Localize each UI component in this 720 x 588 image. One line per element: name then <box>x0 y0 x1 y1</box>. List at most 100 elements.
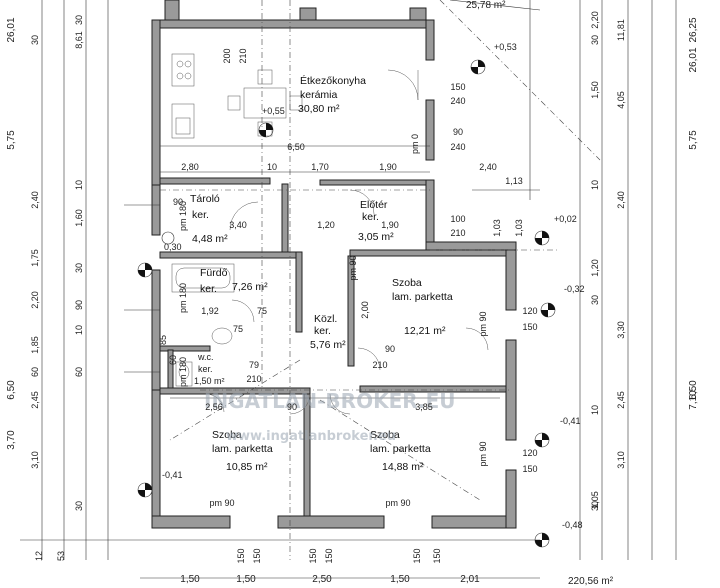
dimension-label: 150 <box>432 548 442 563</box>
room-name-wc: w.c. <box>197 352 214 362</box>
watermark-text: INGATLAN-BROKER.EU <box>204 389 456 413</box>
dimension-label: 7,10 <box>688 390 699 410</box>
dimension-label: 240 <box>450 96 465 106</box>
dimension-label: 12 <box>34 551 44 561</box>
dimension-label: 10 <box>74 180 84 190</box>
dimension-label: pm 90 <box>385 498 410 508</box>
dimension-label: 1,85 <box>30 336 40 354</box>
dimension-label: 10 <box>267 162 277 172</box>
dimension-label: 26,25 <box>688 17 699 42</box>
room-name-bedroom-1: Szoba <box>392 277 422 289</box>
dimension-label: 30 <box>74 263 84 273</box>
dimension-label: 150 <box>236 548 246 563</box>
room-name-bathroom: Fürdő <box>200 267 228 279</box>
dimension-label: 210 <box>246 374 261 384</box>
top-area-label: 25,78 m² <box>466 0 506 11</box>
dimension-label: 1,90 <box>379 162 397 172</box>
dimension-label: 11,81 <box>616 19 626 41</box>
dimension-label: 2,80 <box>181 162 199 172</box>
interior-walls <box>159 183 507 517</box>
dimension-label: 2,01 <box>460 574 480 585</box>
room-area-bedroom-2: 10,85 m² <box>226 461 268 473</box>
level-value: -0,32 <box>564 284 585 294</box>
dimension-label: 1,05 <box>590 491 600 509</box>
dimension-label: pm 90 <box>209 498 234 508</box>
room-area-storage: 4,48 m² <box>192 233 228 245</box>
dimension-label: 150 <box>450 82 465 92</box>
room-name-storage: Tároló <box>190 193 220 205</box>
dimension-label: 60 <box>30 367 40 377</box>
dimension-label: 3,30 <box>616 321 626 339</box>
room-name-corridor: Közl. <box>314 313 337 325</box>
dimension-label: 120 <box>522 448 537 458</box>
dimension-label: 85 <box>158 335 168 345</box>
dimension-label: 1,50 <box>180 574 200 585</box>
dimension-label: 30 <box>590 295 600 305</box>
dimension-label: 2,00 <box>360 301 370 319</box>
dimension-label: 26,01 <box>688 47 699 72</box>
room-floor-bathroom: ker. <box>200 283 217 295</box>
dimension-label: 1,60 <box>74 209 84 227</box>
room-name-hall: Előtér <box>360 199 388 211</box>
room-floor-kitchen: kerámia <box>300 89 338 101</box>
dimension-label: pm 90 <box>478 441 488 466</box>
dimension-label: 90 <box>287 402 297 412</box>
dimension-label: 26,01 <box>6 17 17 42</box>
dimension-label: 1,90 <box>381 220 399 230</box>
dimension-label: 6,50 <box>688 380 699 400</box>
dimension-label: 150 <box>412 548 422 563</box>
dimension-label: 30 <box>74 15 84 25</box>
dimension-label: 210 <box>238 48 248 63</box>
dimension-label: 1,92 <box>201 306 219 316</box>
dimension-label: 3,10 <box>616 451 626 469</box>
dimension-label: pm 180 <box>178 201 188 231</box>
room-floor-wc: ker. <box>198 364 213 374</box>
room-floor-bedroom-3: lam. parketta <box>370 443 431 455</box>
room-name-bedroom-2: Szoba <box>212 429 242 441</box>
dimension-label: 3,70 <box>6 430 17 450</box>
room-labels: Étkezőkonyha kerámia 30,80 m² Tároló ker… <box>190 74 453 473</box>
dimension-label: 1,20 <box>317 220 335 230</box>
dimension-label: 2,40 <box>30 191 40 209</box>
dims-right-outer: 26,25 26,01 5,75 6,507,10 <box>688 17 699 410</box>
dimension-label: 2,40 <box>616 191 626 209</box>
dims-left-outer: 26,01 5,75 6,50 3,70 <box>6 17 17 450</box>
dimension-label: 2,56 <box>205 402 223 412</box>
dimension-label: 3,85 <box>415 402 433 412</box>
level-values: +0,55 +0,53 +0,02 -0,32 -0,41 -0,41 -0,4… <box>162 42 585 530</box>
level-value: +0,02 <box>554 214 577 224</box>
room-name-bedroom-3: Szoba <box>370 429 400 441</box>
dimension-label: 1,70 <box>311 162 329 172</box>
dimension-label: 150 <box>252 548 262 563</box>
room-floor-storage: ker. <box>192 209 209 221</box>
dimension-label: 3,10 <box>30 451 40 469</box>
dimension-label: 2,20 <box>30 291 40 309</box>
dimension-label: pm 180 <box>178 357 188 387</box>
dimension-label: 6,50 <box>6 380 17 400</box>
room-area-hall: 3,05 m² <box>358 231 394 243</box>
total-area-label: 220,56 m² <box>568 576 614 587</box>
dimension-label: 2,50 <box>312 574 332 585</box>
dimension-label: 10 <box>74 325 84 335</box>
dimension-label: 90 <box>385 344 395 354</box>
dimension-label: 2,45 <box>616 391 626 409</box>
dimension-label: 100 <box>450 214 465 224</box>
dimension-label: 5,75 <box>688 130 699 150</box>
room-area-corridor: 5,76 m² <box>310 339 346 351</box>
dimension-label: 75 <box>233 324 243 334</box>
dimension-label: 90 <box>74 300 84 310</box>
level-markers <box>137 59 556 548</box>
dimension-label: 30 <box>590 501 600 511</box>
dimension-label: 30 <box>74 501 84 511</box>
room-floor-bedroom-2: lam. parketta <box>212 443 273 455</box>
dimension-lines <box>20 0 677 579</box>
room-area-wc: 1,50 m² <box>194 376 225 386</box>
dimension-label: 5,75 <box>6 130 17 150</box>
dimension-label: 150 <box>308 548 318 563</box>
room-area-bedroom-3: 14,88 m² <box>382 461 424 473</box>
dimension-label: 53 <box>56 551 66 561</box>
